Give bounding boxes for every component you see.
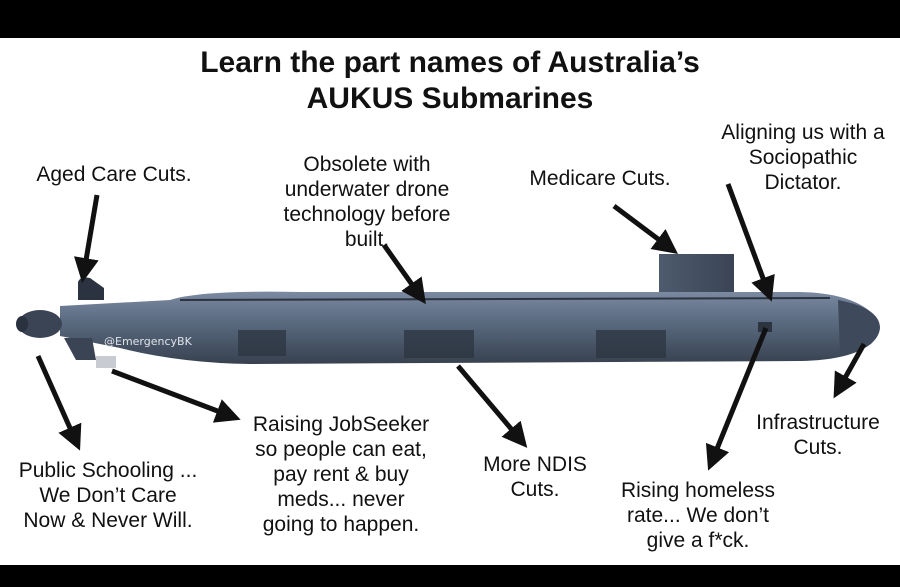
annotation-arrows (35, 183, 867, 471)
sail (659, 254, 734, 298)
label-ndis: More NDIS Cuts. (483, 453, 587, 501)
label-infrastructure: Infrastructure Cuts. (756, 411, 880, 459)
propeller (18, 310, 62, 338)
title-line-1: Learn the part names of Australia’s (200, 46, 700, 79)
arrow-medicare (612, 204, 678, 254)
arrow-obsolete (381, 243, 426, 305)
arrow-aged-care (74, 194, 100, 283)
watermark: @EmergencyBK (104, 335, 192, 348)
meme-canvas: Learn the part names of Australia’s AUKU… (0, 38, 900, 565)
label-aligning: Aligning us with a Sociopathic Dictator. (721, 121, 885, 194)
arrow-jobseeker (111, 368, 241, 423)
label-public-schooling: Public Schooling ... We Don’t Care Now &… (18, 459, 198, 532)
arrow-public-schooling (35, 354, 82, 451)
label-aged-care: Aged Care Cuts. (36, 163, 192, 186)
label-jobseeker: Raising JobSeeker so people can eat, pay… (252, 413, 430, 536)
upper-rudder (78, 277, 104, 300)
label-medicare: Medicare Cuts. (529, 167, 671, 190)
arrow-aligning (725, 183, 775, 302)
submarine-illustration (16, 254, 880, 368)
arrow-infrastructure (833, 342, 867, 399)
title-line-2: AUKUS Submarines (306, 82, 594, 115)
label-homeless: Rising homeless rate... We don’t give a … (620, 479, 776, 552)
arrow-ndis (456, 364, 528, 448)
arrow-homeless (705, 327, 769, 471)
label-obsolete: Obsolete with underwater drone technolog… (283, 153, 451, 251)
